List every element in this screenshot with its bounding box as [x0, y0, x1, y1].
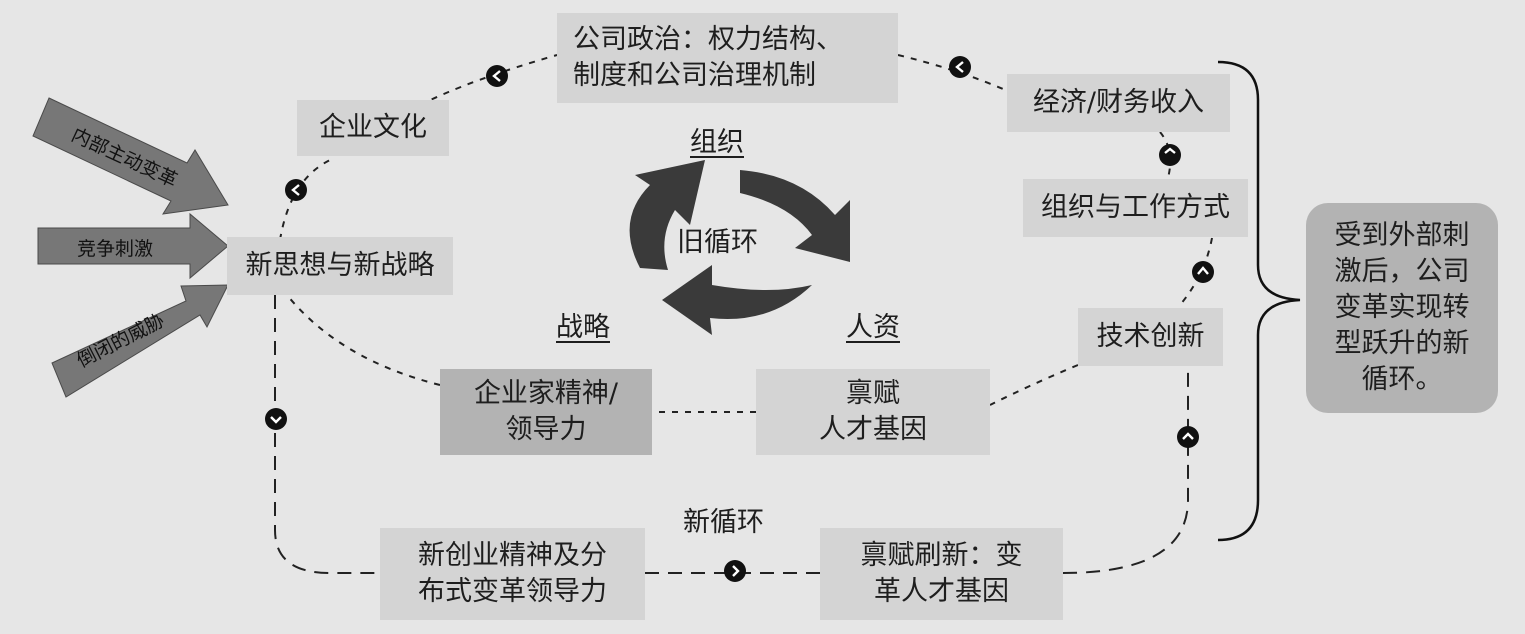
cycle-arrow-org-hr: [740, 170, 850, 262]
box-entrepreneur-line1: 企业家精神/: [473, 378, 619, 409]
cycle-arrow-hr-strategy: [662, 265, 812, 335]
marker-org-tech: [1192, 261, 1214, 283]
box-org-work: 组织与工作方式: [1023, 179, 1248, 237]
cycle-label-org: 组织: [690, 127, 744, 158]
box-entrepreneur-line2: 领导力: [505, 414, 587, 445]
driver-label-competition: 竞争刺激: [76, 238, 153, 260]
box-tech-label: 技术创新: [1096, 321, 1205, 352]
box-org-work-label: 组织与工作方式: [1041, 192, 1230, 223]
box-politics-line1: 公司政治：权力结构、: [573, 24, 843, 55]
box-new-idea: 新思想与新战略: [227, 237, 453, 295]
marker-new-refresh: [724, 560, 746, 582]
cycle-label-hr: 人资: [846, 312, 900, 343]
cycle-arrow-strategy-org: [629, 160, 705, 270]
connector-refresh-tech: [1062, 368, 1189, 574]
cycle-label-old: 旧循环: [677, 227, 758, 258]
box-new-entrepreneur: 新创业精神及分 布式变革领导力: [380, 528, 645, 620]
summary-line5: 循环。: [1361, 364, 1443, 395]
connector-idea-culture: [279, 159, 331, 241]
box-talent-line2: 人才基因: [819, 414, 927, 445]
marker-politics-economy: [949, 56, 971, 78]
summary-line4: 型跃升的新: [1334, 328, 1470, 359]
new-cycle-label: 新循环: [683, 507, 764, 538]
marker-idea-culture: [285, 179, 307, 201]
connector-org-tech: [1179, 237, 1213, 306]
box-talent-refresh-line2: 革人才基因: [874, 576, 1009, 607]
box-new-idea-label: 新思想与新战略: [245, 250, 435, 281]
summary-line1: 受到外部刺: [1334, 220, 1470, 251]
driver-arrow-internal: [32, 97, 229, 215]
marker-refresh-tech: [1177, 426, 1199, 448]
summary-line2: 激后，公司: [1334, 256, 1470, 287]
summary-line3: 变革实现转: [1334, 292, 1470, 323]
box-entrepreneur: 企业家精神/ 领导力: [440, 369, 652, 455]
box-talent-line1: 禀赋: [846, 378, 900, 409]
box-politics: 公司政治：权力结构、 制度和公司治理机制: [557, 13, 898, 103]
old-cycle-arrows: [629, 160, 850, 335]
marker-economy-org: [1159, 144, 1181, 166]
box-politics-line2: 制度和公司治理机制: [573, 60, 816, 91]
connector-politics-economy: [897, 54, 1011, 93]
direction-markers: [265, 56, 1214, 582]
box-tech: 技术创新: [1078, 308, 1223, 366]
connector-culture-politics: [419, 54, 558, 106]
marker-culture-politics: [486, 65, 508, 87]
box-economy: 经济/财务收入: [1007, 74, 1230, 132]
marker-idea-new: [265, 408, 287, 430]
connector-economy-org: [1159, 131, 1172, 179]
box-economy-label: 经济/财务收入: [1032, 87, 1205, 118]
box-culture: 企业文化: [297, 100, 449, 156]
box-talent: 禀赋 人才基因: [756, 369, 990, 455]
box-culture-label: 企业文化: [319, 112, 427, 143]
driver-arrow-threat: [51, 284, 229, 398]
box-new-entrepreneur-line2: 布式变革领导力: [418, 576, 607, 607]
cycle-label-strategy: 战略: [556, 312, 610, 343]
right-brace: [1217, 60, 1301, 542]
connector-tech-talent: [989, 364, 1079, 406]
driver-arrow-competition: [37, 212, 229, 280]
driver-arrows: [32, 97, 229, 398]
box-new-entrepreneur-line1: 新创业精神及分: [418, 540, 607, 571]
box-talent-refresh-line1: 禀赋刷新：变: [860, 540, 1023, 571]
box-talent-refresh: 禀赋刷新：变 革人才基因: [820, 528, 1063, 620]
connector-idea-new: [274, 295, 380, 574]
summary-box: 受到外部刺 激后，公司 变革实现转 型跃升的新 循环。: [1306, 203, 1498, 413]
connector-entrepreneur-idea: [286, 294, 441, 386]
